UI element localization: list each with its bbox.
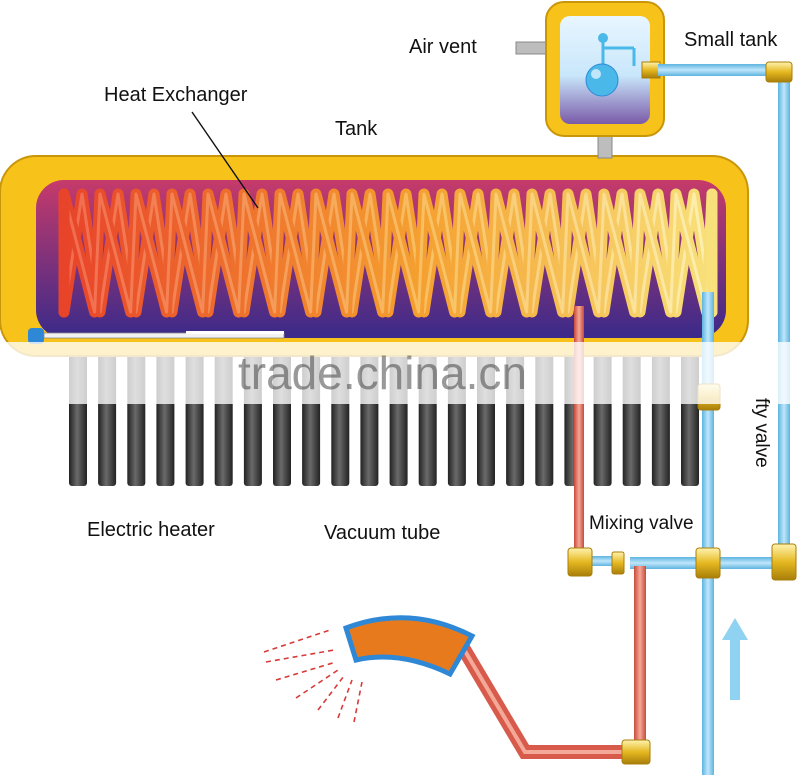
tee-fitting-right bbox=[771, 543, 797, 581]
hot-elbow bbox=[567, 547, 593, 577]
spray-line bbox=[275, 661, 337, 681]
electric-heater bbox=[28, 328, 285, 344]
heater-rod-highlight bbox=[186, 331, 284, 334]
coil-front-highlight bbox=[62, 192, 714, 314]
cold-pipe-main bbox=[702, 292, 714, 775]
spray-line bbox=[265, 649, 335, 663]
label-mixing-valve: Mixing valve bbox=[589, 513, 694, 534]
shower-hose bbox=[455, 642, 640, 759]
hot-pipe-down bbox=[634, 566, 646, 756]
heat-exchanger-leader bbox=[191, 111, 259, 209]
hot-pipe-outlet bbox=[574, 306, 584, 560]
watermark-band bbox=[0, 342, 800, 404]
heater-rod bbox=[43, 332, 285, 339]
spray-lines-icon bbox=[263, 629, 363, 723]
label-heat-exchanger: Heat Exchanger bbox=[104, 84, 248, 106]
small-tank-assembly bbox=[515, 1, 665, 159]
air-vent-pipe bbox=[515, 41, 549, 55]
spray-line bbox=[263, 629, 331, 653]
flow-arrow-up-icon bbox=[722, 618, 748, 700]
shower-head-icon bbox=[342, 615, 476, 678]
float-valve-icon bbox=[585, 33, 636, 97]
spray-line bbox=[337, 679, 353, 719]
tee-fitting-left bbox=[695, 547, 721, 579]
label-vacuum-tube: Vacuum tube bbox=[324, 522, 441, 544]
mix-pipe-left bbox=[578, 556, 622, 566]
spray-line bbox=[295, 669, 339, 699]
cold-pipe-top bbox=[658, 64, 778, 76]
cold-water-pipes bbox=[630, 61, 797, 775]
watermark: trade.china.cn bbox=[238, 347, 527, 399]
label-safety-valve: fty valve bbox=[751, 398, 772, 468]
label-small-tank: Small tank bbox=[684, 29, 778, 51]
label-electric-heater: Electric heater bbox=[87, 519, 215, 541]
label-air-vent: Air vent bbox=[409, 36, 477, 58]
mixing-valve bbox=[611, 551, 625, 575]
small-tank-fitting bbox=[641, 61, 661, 79]
hot-water-pipes bbox=[455, 306, 651, 765]
spray-line bbox=[353, 681, 363, 723]
heater-connector bbox=[28, 328, 44, 344]
cold-pipe-right bbox=[778, 72, 790, 552]
label-tank: Tank bbox=[335, 118, 378, 140]
spray-line bbox=[317, 675, 345, 711]
elbow-fitting bbox=[765, 61, 793, 83]
hose-elbow bbox=[621, 739, 651, 765]
